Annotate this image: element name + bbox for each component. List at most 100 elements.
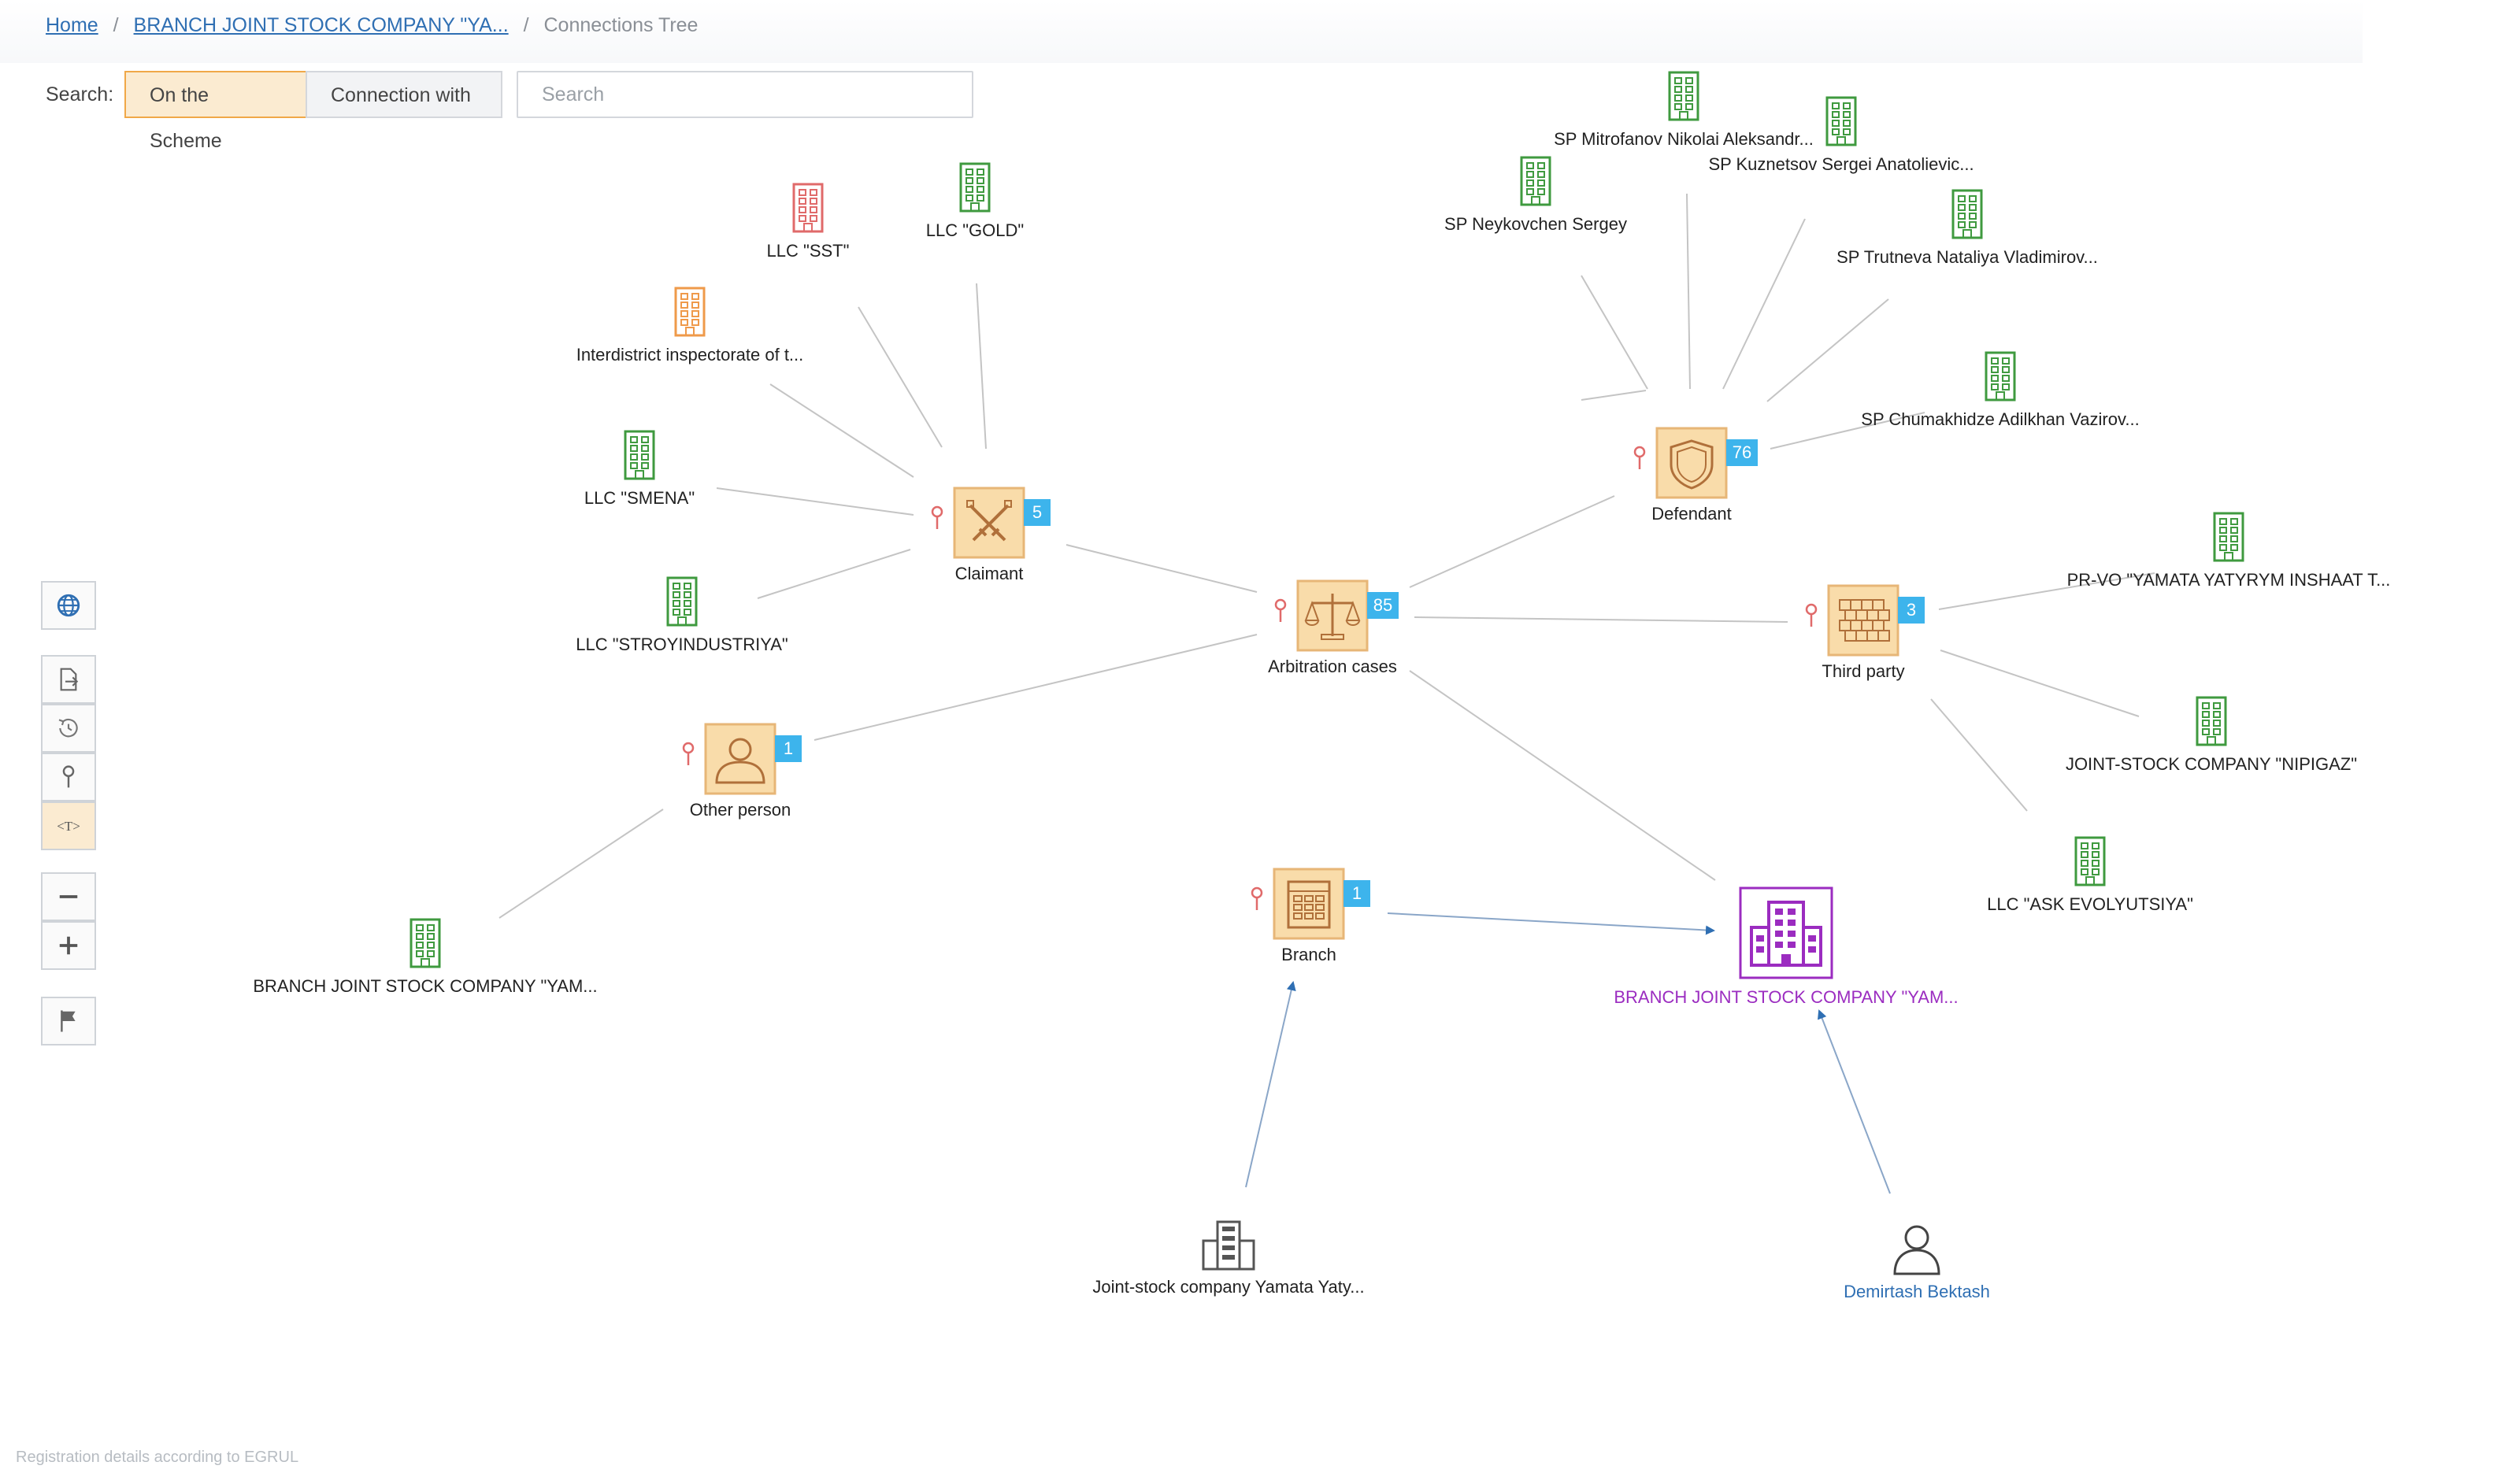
node-label: LLC "STROYINDUSTRIYA" (576, 635, 788, 654)
svg-text:3: 3 (1907, 600, 1916, 620)
company-node-trutneva[interactable]: SP Trutneva Nataliya Vladimirov... (1836, 189, 2098, 267)
node-label: LLC "SMENA" (584, 488, 695, 508)
connection-arrow (1387, 912, 1715, 935)
node-label: Defendant (1651, 504, 1732, 524)
connection-edge (1581, 390, 1647, 401)
company-node-prvo[interactable]: PR-VO "YAMATA YATYRYM INSHAAT T... (2067, 512, 2391, 590)
pin-icon (62, 765, 75, 788)
connection-edge (1770, 412, 1925, 450)
company-node-smena[interactable]: LLC "SMENA" (584, 430, 695, 508)
breadcrumb-home-link[interactable]: Home (46, 14, 98, 36)
count-badge: 1 (1344, 880, 1370, 907)
pin-button[interactable] (41, 753, 96, 801)
company-node-gold[interactable]: LLC "GOLD" (926, 162, 1024, 240)
search-input[interactable] (517, 71, 973, 118)
node-label: SP Chumakhidze Adilkhan Vazirov... (1861, 409, 2139, 429)
company-node-evolutsiya[interactable]: LLC "ASK EVOLYUTSIYA" (1987, 836, 2193, 914)
pin-icon[interactable] (1633, 446, 1646, 469)
connection-edge (1409, 495, 1615, 588)
company-node-branchleft[interactable]: BRANCH JOINT STOCK COMPANY "YAM... (253, 918, 598, 996)
pin-icon[interactable] (1274, 598, 1287, 622)
connection-edge (1581, 275, 1648, 390)
connection-edge (1930, 698, 2028, 812)
svg-text:1: 1 (784, 738, 793, 758)
top-bar (0, 0, 2363, 63)
pin-icon[interactable] (1805, 603, 1818, 627)
breadcrumb-separator: / (113, 14, 119, 36)
export-icon (60, 668, 79, 691)
node-label: SP Mitrofanov Nikolai Aleksandr... (1554, 129, 1814, 149)
node-label: PR-VO "YAMATA YATYRYM INSHAAT T... (2067, 570, 2391, 590)
zoom-out-button[interactable] (41, 872, 96, 921)
person-node[interactable]: Demirtash Bektash (1844, 1225, 1990, 1301)
zoom-in-button[interactable] (41, 921, 96, 970)
breadcrumb: Home / BRANCH JOINT STOCK COMPANY "YA...… (46, 14, 698, 37)
export-button[interactable] (41, 655, 96, 704)
connection-edge (716, 487, 914, 516)
company-building-icon (2213, 512, 2244, 562)
company-building-icon (1985, 351, 2016, 402)
node-label: LLC "ASK EVOLYUTSIYA" (1987, 894, 2193, 914)
svg-text:85: 85 (1373, 595, 1392, 615)
node-label: Third party (1822, 661, 1904, 681)
node-label: SP Neykovchen Sergey (1444, 214, 1627, 234)
scales-icon (1304, 594, 1361, 640)
company-node-kuznetsov[interactable]: SP Kuznetsov Sergei Anatolievic... (1708, 96, 1974, 174)
connection-edge (1766, 298, 1889, 402)
zoom-in-icon (59, 936, 78, 955)
zoom-out-icon (59, 895, 78, 898)
company-node-nipigaz[interactable]: JOINT-STOCK COMPANY "NIPIGAZ" (2066, 696, 2357, 774)
company-building-icon (1520, 156, 1551, 206)
history-icon (58, 718, 78, 738)
pin-icon[interactable] (1251, 886, 1263, 910)
parent-company-node[interactable]: Joint-stock company Yamata Yaty... (1092, 1220, 1365, 1297)
connection-edge (976, 283, 987, 450)
company-building-icon (1825, 96, 1857, 146)
company-node-chumakhidze[interactable]: SP Chumakhidze Adilkhan Vazirov... (1861, 351, 2140, 429)
flag-button[interactable] (41, 997, 96, 1045)
pin-icon[interactable] (682, 742, 695, 765)
company-node-inspectorate[interactable]: Interdistrict inspectorate of t... (576, 287, 804, 365)
company-node-sst[interactable]: LLC "SST" (767, 183, 850, 261)
connection-arrow (1818, 1009, 1891, 1194)
company-node-neykovchen[interactable]: SP Neykovchen Sergey (1444, 156, 1627, 234)
breadcrumb-company-link[interactable]: BRANCH JOINT STOCK COMPANY "YA... (133, 14, 509, 36)
connection-arrow (1245, 981, 1296, 1188)
company-building-icon (1202, 1220, 1255, 1271)
search-mode-on-scheme-button[interactable]: On the Scheme (124, 71, 307, 152)
node-label: Arbitration cases (1268, 657, 1397, 676)
pin-icon[interactable] (931, 505, 943, 529)
company-node-mitrofanov[interactable]: SP Mitrofanov Nikolai Aleksandr... (1554, 71, 1814, 149)
connection-edge (1938, 572, 2155, 610)
breadcrumb-current: Connections Tree (543, 14, 699, 36)
focus-company-node[interactable]: BRANCH JOINT STOCK COMPANY "YAM... (1614, 886, 1959, 1007)
count-badge: 76 (1726, 439, 1758, 466)
history-button[interactable] (41, 704, 96, 753)
connection-edge (498, 809, 664, 919)
company-building-icon (2196, 696, 2227, 746)
company-building-icon (2074, 836, 2106, 886)
search-mode-connection-with-button[interactable]: Connection with (306, 71, 502, 118)
node-label: Joint-stock company Yamata Yaty... (1092, 1277, 1364, 1297)
node-label: Demirtash Bektash (1844, 1282, 1990, 1301)
company-building-icon (1951, 189, 1983, 239)
connection-edge (1066, 544, 1258, 593)
node-label: BRANCH JOINT STOCK COMPANY "YAM... (1614, 987, 1958, 1007)
svg-text:1: 1 (1352, 883, 1362, 903)
text-toggle-icon: <T> (57, 819, 80, 834)
company-building-icon (674, 287, 706, 337)
company-building-icon (959, 162, 991, 213)
svg-text:76: 76 (1733, 442, 1751, 462)
text-toggle-button[interactable]: <T> (41, 801, 96, 850)
globe-icon (57, 594, 80, 617)
connection-edge (757, 549, 911, 599)
globe-button[interactable] (41, 581, 96, 630)
company-node-stroy[interactable]: LLC "STROYINDUSTRIYA" (576, 576, 788, 654)
